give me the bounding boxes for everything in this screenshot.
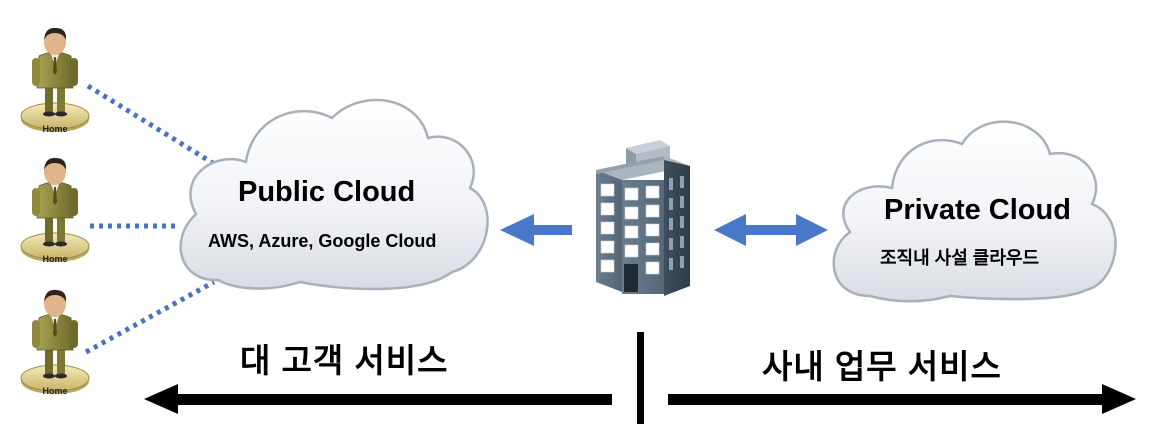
divider-line xyxy=(637,332,644,424)
home-user-1: Home xyxy=(20,27,90,134)
private-cloud-title: Private Cloud xyxy=(884,194,1071,226)
customer-services-label: 대 고객 서비스 xyxy=(240,342,449,379)
home-label: Home xyxy=(42,386,67,396)
public-cloud xyxy=(179,98,489,291)
arrow-bidirectional-private xyxy=(714,214,828,246)
public-cloud-title: Public Cloud xyxy=(238,176,416,208)
user-connectors xyxy=(84,83,226,355)
home-user-3: Home xyxy=(20,289,90,396)
arrow-internal-services xyxy=(668,384,1136,414)
public-cloud-subtitle: AWS, Azure, Google Cloud xyxy=(208,231,437,251)
connector-user-1 xyxy=(86,83,226,173)
office-building-icon xyxy=(596,140,690,296)
arrow-customer-services xyxy=(144,384,612,414)
home-user-2: Home xyxy=(20,157,90,264)
home-label: Home xyxy=(42,254,67,264)
home-label: Home xyxy=(42,124,67,134)
private-cloud xyxy=(832,120,1117,303)
connector-user-3 xyxy=(84,279,216,355)
private-cloud-subtitle: 조직내 사설 클라우드 xyxy=(880,248,1040,268)
arrow-to-public-cloud xyxy=(500,214,572,246)
internal-services-label: 사내 업무 서비스 xyxy=(762,348,1002,385)
